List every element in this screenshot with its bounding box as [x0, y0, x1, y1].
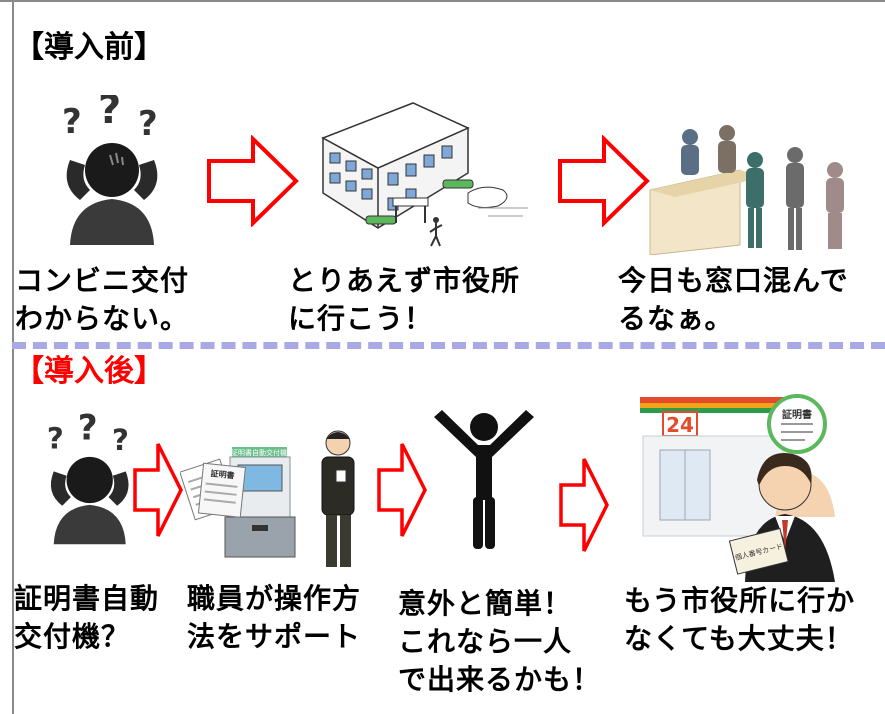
before-step2-caption: とりあえず市役所 に行こう！	[288, 264, 521, 335]
arrow-right-icon	[132, 440, 184, 540]
svg-text:?: ?	[47, 421, 64, 455]
after-step4-caption: もう市役所に行か なくても大丈夫！	[624, 584, 856, 655]
svg-text:?: ?	[112, 423, 129, 457]
confused-person-icon: ? ? ?	[40, 95, 180, 245]
cheering-person-icon	[428, 405, 540, 555]
before-step3-caption: 今日も窓口混んで るなぁ。	[618, 264, 849, 335]
after-step2-caption: 職員が操作方 法をサポート	[187, 582, 362, 653]
arrow-right-icon	[558, 455, 610, 555]
svg-text:?: ?	[62, 102, 82, 142]
document-label: 証明書	[782, 408, 812, 421]
before-heading: 【導入前】	[14, 30, 164, 65]
svg-text:?: ?	[98, 95, 121, 133]
section-divider	[12, 342, 885, 349]
arrow-right-icon	[205, 135, 300, 227]
city-hall-building-icon	[318, 98, 533, 258]
svg-text:?: ?	[138, 104, 158, 144]
after-heading: 【導入後】	[14, 354, 164, 389]
arrow-right-icon	[376, 440, 428, 540]
kiosk-label: 証明書自動交付機	[231, 448, 287, 457]
store-sign: 24	[666, 413, 694, 437]
after-step1-caption: 証明書自動 交付機？	[14, 582, 160, 653]
convenience-store-icon: 24 証明書 個人番号カード	[635, 392, 880, 582]
after-step3-caption: 意外と簡単！ これなら一人 で出来るかも！	[398, 587, 602, 696]
kiosk-with-staff-icon: 証明書自動交付機 証明書	[180, 425, 370, 570]
confused-person-icon: ? ? ?	[28, 410, 148, 550]
frame-left-line	[12, 0, 14, 714]
before-step1-caption: コンビニ交付 わからない。	[15, 264, 190, 335]
frame-top-line	[0, 0, 885, 2]
arrow-right-icon	[556, 135, 651, 227]
document-label: 証明書	[210, 468, 235, 480]
crowded-counter-icon	[645, 115, 865, 255]
svg-text:?: ?	[78, 410, 98, 449]
